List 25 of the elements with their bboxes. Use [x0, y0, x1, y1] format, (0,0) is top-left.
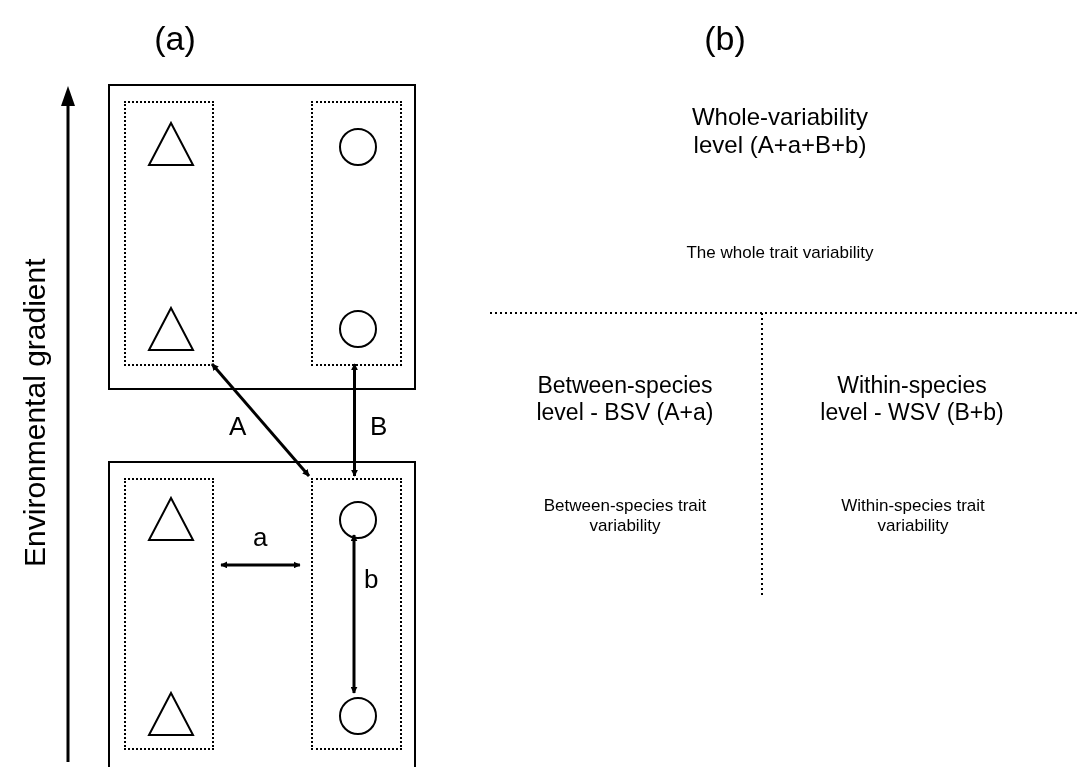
triangle-symbol: [148, 122, 194, 166]
circle-symbol: [339, 128, 377, 166]
axis-label: Environmental gradient: [17, 257, 53, 569]
plot-box: [108, 84, 416, 390]
heading: Whole-variability level (A+a+B+b): [690, 103, 870, 160]
triangle-symbol: [148, 692, 194, 736]
dotted-group-box: [124, 478, 214, 750]
description: Between-species trait variability: [542, 496, 708, 537]
panel-label: (a): [153, 18, 197, 59]
triangle-symbol: [148, 497, 194, 541]
description: The whole trait variability: [685, 243, 875, 264]
double-arrow: [220, 561, 301, 569]
double-arrow: [351, 363, 358, 477]
circle-symbol: [339, 310, 377, 348]
heading: Between-species level - BSV (A+a): [535, 372, 715, 427]
dotted-group-box: [124, 101, 214, 366]
triangle-symbol: [148, 307, 194, 351]
dotted-group-box: [311, 101, 402, 366]
heading: Within-species level - WSV (B+b): [819, 372, 1005, 427]
double-arrow: [350, 534, 358, 694]
double-arrow: [210, 363, 311, 477]
description: Within-species trait variability: [840, 496, 986, 537]
panel-label: (b): [703, 18, 747, 59]
circle-symbol: [339, 697, 377, 735]
circle-symbol: [339, 501, 377, 539]
